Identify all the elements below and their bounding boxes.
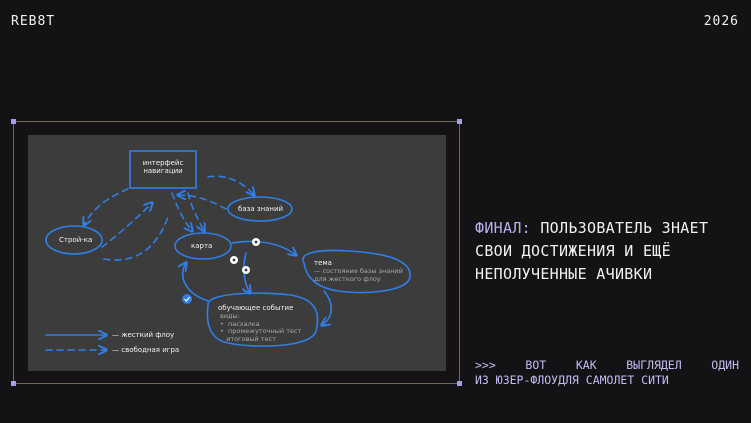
nav-node-label: интерфейс навигации xyxy=(142,159,184,175)
event-node-label: обучающее событие xyxy=(218,304,294,312)
build-node-label: Строй-ка xyxy=(59,236,93,244)
resize-handle-bottom-left[interactable] xyxy=(11,381,16,386)
pin-icons xyxy=(230,238,260,274)
image-selection-frame[interactable] xyxy=(13,121,460,384)
topic-node-label: тема xyxy=(314,259,332,267)
event-node-description: виды: • пасхалка • промежуточный тест ит… xyxy=(220,312,302,343)
resize-handle-bottom-right[interactable] xyxy=(457,381,462,386)
heading-accent: Финал: xyxy=(475,219,531,237)
legend-solid-label: — жесткий флоу xyxy=(112,331,175,339)
map-node-label: карта xyxy=(191,242,213,250)
brand-logo: REB8T xyxy=(11,14,56,29)
caption-line-1: >>> вот как выглядел один xyxy=(475,358,739,373)
caption-line-2: из юзер-флоудля самолет сити xyxy=(475,373,669,387)
slide-heading: Финал: пользователь знает свои достижени… xyxy=(475,217,740,286)
caption-note: >>> вот как выглядел один из юзер-флоудл… xyxy=(475,358,739,388)
caption-word: один xyxy=(711,358,739,372)
resize-handle-top-left[interactable] xyxy=(11,119,16,124)
kb-node-label: база знаний xyxy=(238,205,284,213)
caption-prefix: >>> xyxy=(475,358,496,372)
kb-node-outline xyxy=(227,196,293,222)
year-label: 2026 xyxy=(703,14,739,29)
caption-word: вот xyxy=(525,358,547,372)
legend-dashed-label: — свободная игра xyxy=(112,346,180,354)
resize-handle-top-right[interactable] xyxy=(457,119,462,124)
caption-word: выглядел xyxy=(626,358,682,372)
user-flow-diagram: интерфейс навигации база знаний Строй-ка… xyxy=(28,135,446,371)
topic-node-outline xyxy=(302,249,411,294)
build-node-outline xyxy=(45,225,103,255)
heading-text: пользователь знает свои достижения и ещё… xyxy=(475,219,709,283)
check-badge-icon xyxy=(182,294,192,304)
diagram-drawing xyxy=(45,150,411,371)
nav-node-box xyxy=(129,150,197,189)
event-node-outline xyxy=(206,292,319,347)
solid-links xyxy=(183,240,333,326)
caption-word: как xyxy=(575,358,597,372)
dashed-links xyxy=(84,175,254,261)
topic-node-description: — состояние базы знаний для жесткого фло… xyxy=(314,267,403,283)
